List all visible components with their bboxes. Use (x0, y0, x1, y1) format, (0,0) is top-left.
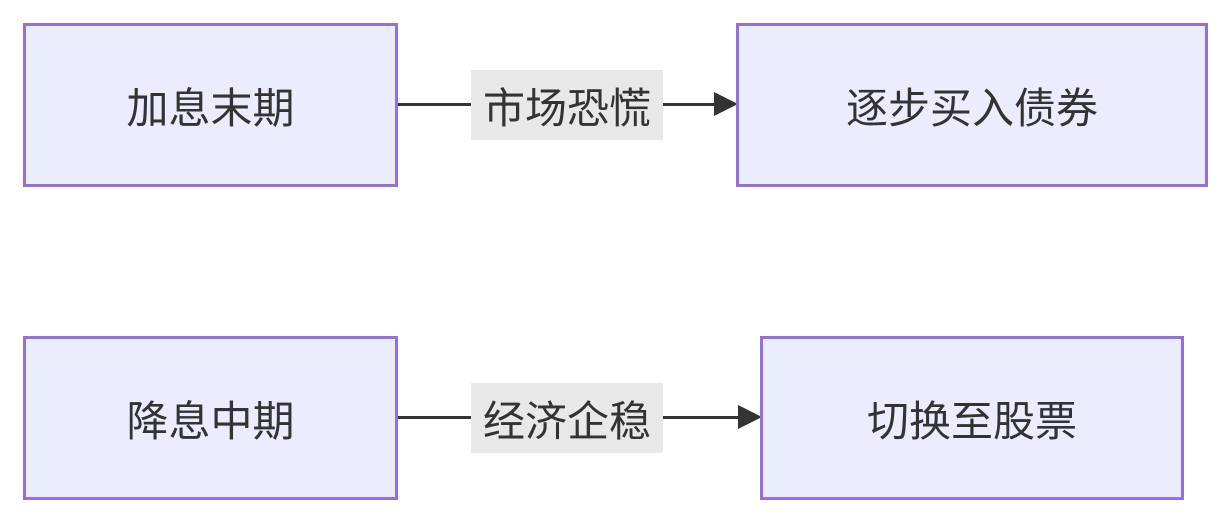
arrowhead-row1 (714, 92, 738, 116)
node-target-row1: 逐步买入债券 (736, 23, 1208, 187)
edge-label-row1: 市场恐慌 (471, 70, 663, 140)
edge-label-row2: 经济企稳 (471, 383, 663, 453)
node-target-row2: 切换至股票 (760, 336, 1184, 500)
node-source-row2: 降息中期 (23, 336, 398, 500)
arrowhead-row2 (738, 405, 762, 429)
node-source-row1: 加息末期 (23, 23, 398, 187)
